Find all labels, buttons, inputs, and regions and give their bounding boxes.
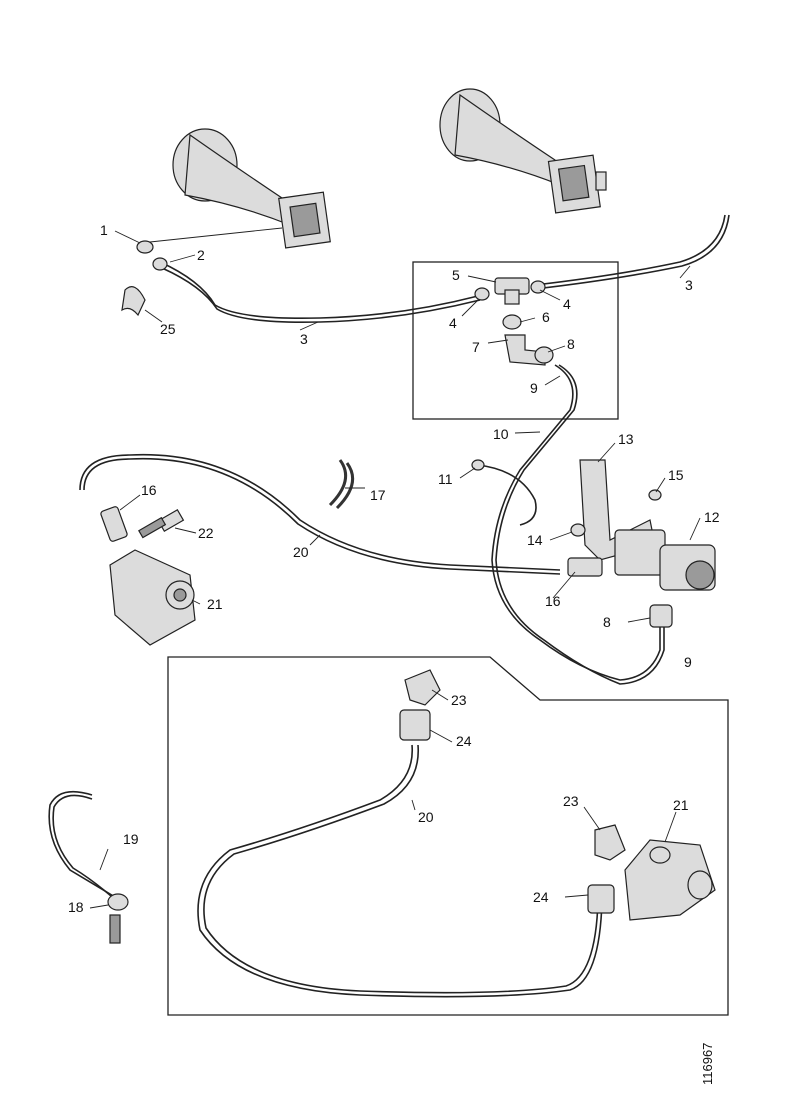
callout-9: 9 (684, 654, 692, 670)
callout-17: 17 (370, 487, 386, 503)
callout-8: 8 (603, 614, 611, 630)
callout-5: 5 (452, 267, 460, 283)
callout-19: 19 (123, 831, 139, 847)
callout-16: 16 (141, 482, 157, 498)
callout-20: 20 (293, 544, 309, 560)
callout-9: 9 (530, 380, 538, 396)
callout-4: 4 (563, 296, 571, 312)
callout-16: 16 (545, 593, 561, 609)
callout-labels: 1 2 3 3 4 4 5 6 7 8 8 9 9 10 11 12 13 14… (68, 222, 720, 915)
air-horn-left (172, 128, 331, 249)
callout-10: 10 (493, 426, 509, 442)
callout-23: 23 (563, 793, 579, 809)
callout-25: 25 (160, 321, 176, 337)
hose-routing (48, 214, 730, 998)
fittings (100, 240, 716, 944)
callout-8: 8 (567, 336, 575, 352)
callout-21: 21 (207, 596, 223, 612)
air-horn-right (439, 88, 607, 214)
callout-4: 4 (449, 315, 457, 331)
callout-22: 22 (198, 525, 214, 541)
leader-lines (89, 227, 701, 909)
callout-1: 1 (100, 222, 108, 238)
callout-18: 18 (68, 899, 84, 915)
callout-2: 2 (197, 247, 205, 263)
callout-13: 13 (618, 431, 634, 447)
callout-23: 23 (451, 692, 467, 708)
callout-3: 3 (685, 277, 693, 293)
detail-frames (167, 261, 729, 1016)
drawing-number: 116967 (700, 1043, 715, 1085)
callout-14: 14 (527, 532, 543, 548)
callout-21: 21 (673, 797, 689, 813)
callout-24: 24 (533, 889, 549, 905)
callout-12: 12 (704, 509, 720, 525)
callout-15: 15 (668, 467, 684, 483)
callout-6: 6 (542, 309, 550, 325)
callout-3: 3 (300, 331, 308, 347)
callout-24: 24 (456, 733, 472, 749)
callout-20: 20 (418, 809, 434, 825)
callout-7: 7 (472, 339, 480, 355)
callout-11: 11 (438, 471, 453, 487)
